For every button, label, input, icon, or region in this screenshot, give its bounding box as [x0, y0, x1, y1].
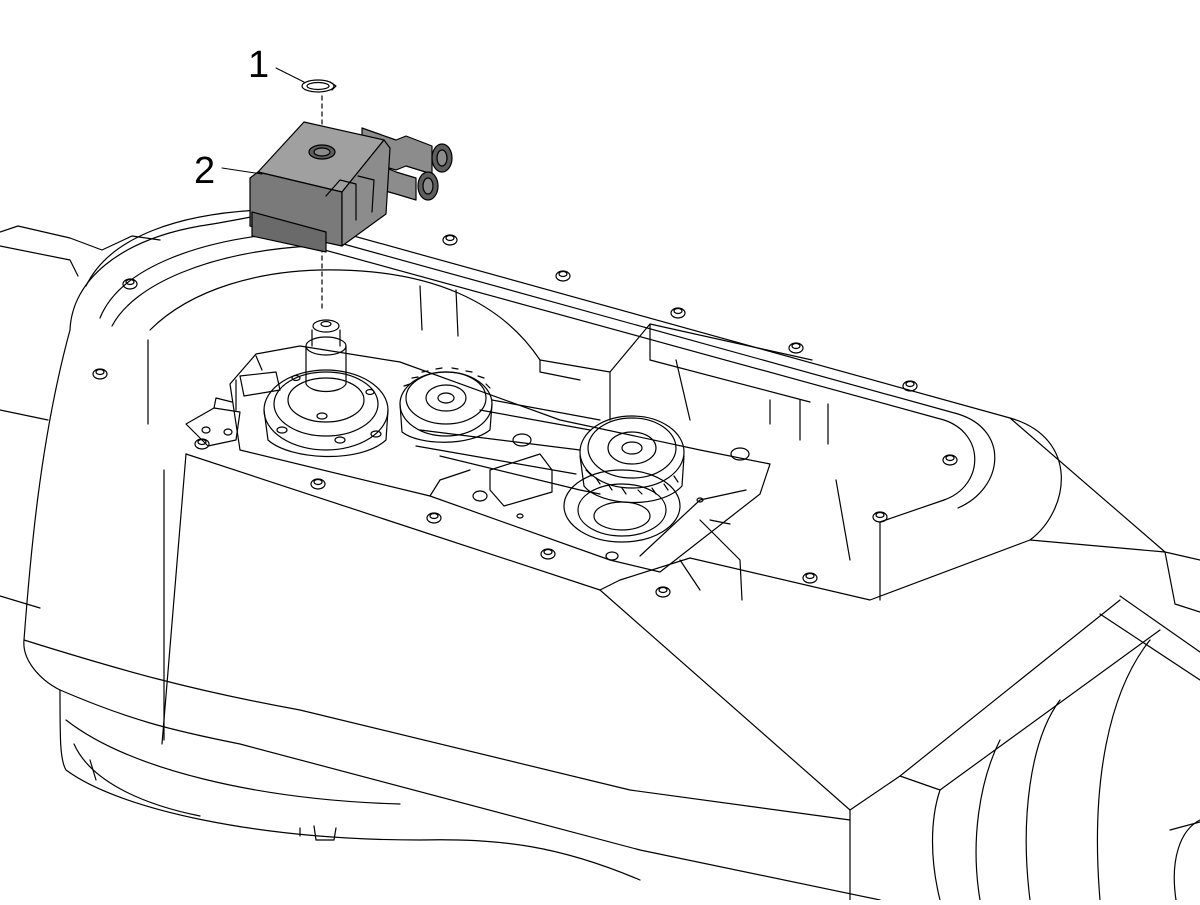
sensor-bracket	[185, 371, 281, 447]
solenoid-valve-block	[249, 121, 453, 253]
motor-pulley	[563, 469, 743, 601]
leader-1	[275, 67, 305, 83]
rim-screw	[122, 278, 138, 290]
rim-screw	[540, 548, 556, 560]
tension-block	[472, 433, 750, 561]
arm-housing	[23, 209, 1200, 901]
large-pulley	[579, 415, 685, 504]
callout-2-label: 2	[194, 150, 216, 192]
rim-screw	[788, 342, 804, 354]
leader-2	[221, 167, 263, 175]
rim-screw	[655, 586, 671, 598]
rim-screw	[92, 368, 108, 380]
callout-leaders	[221, 67, 305, 175]
rim-screw	[426, 512, 442, 524]
rim-screw	[442, 234, 458, 246]
shaft-assembly	[263, 319, 389, 458]
rim-screw	[902, 380, 918, 392]
rim-screw	[802, 572, 818, 584]
rim-screw	[670, 307, 686, 319]
mechanism-plate	[229, 345, 771, 573]
rim-screw	[942, 454, 958, 466]
retaining-ring	[301, 79, 337, 93]
inner-cavity	[147, 269, 851, 561]
callout-1-label: 1	[248, 44, 270, 86]
rim-screws	[92, 234, 958, 598]
rim-screw	[555, 270, 571, 282]
small-gear	[399, 367, 493, 443]
rim-screw	[310, 478, 326, 490]
rim-screw	[872, 511, 888, 523]
left-arm-stub	[0, 225, 161, 609]
timing-belt	[415, 399, 601, 495]
